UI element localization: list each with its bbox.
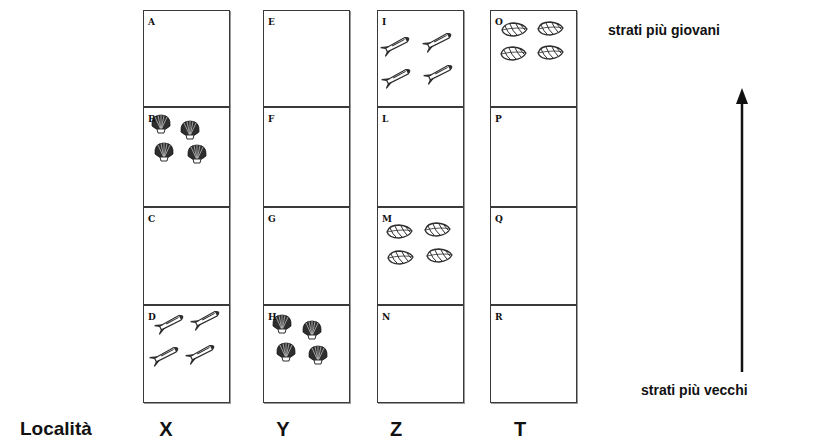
stratum-letter: C [144,211,155,224]
belemnite-fossils [150,30,454,366]
stratum-letter: N [378,309,390,322]
stratum-box: H [263,305,350,403]
stratum-letter: P [491,111,502,124]
stratum-letter: M [378,211,392,224]
stratum-letter: H [264,309,277,322]
stratum-box: P [490,107,577,207]
stratum-box: O [490,10,577,107]
axis-label: strati più giovani [608,22,720,38]
stratum-letter: Q [491,211,503,224]
stratum-box: M [377,207,464,305]
stratum-box: C [143,207,230,305]
stratum-box: B [143,107,230,207]
stratum-box: D [143,305,230,403]
stratum-box: F [263,107,350,207]
stratum-box: L [377,107,464,207]
stratum-letter: O [491,14,503,27]
stratum-letter: E [264,14,275,27]
stratum-letter: R [491,309,502,322]
stratum-box: E [263,10,350,107]
locality-name: Y [276,418,289,441]
scallop-fossils [152,115,327,364]
stratum-box: Q [490,207,577,305]
stratum-letter: F [264,111,274,124]
stratum-letter: I [378,14,386,27]
stratum-letter: B [144,111,156,124]
stratum-box: R [490,305,577,403]
stratum-box: A [143,10,230,107]
stratum-letter: D [144,309,156,322]
stratum-box: N [377,305,464,403]
stratum-box: G [263,207,350,305]
locality-name: Z [390,418,402,441]
stratum-letter: G [264,211,276,224]
stratum-letter: A [144,14,155,27]
stratum-box: I [377,10,464,107]
stratum-letter: L [378,111,388,124]
locality-name: T [514,418,526,441]
gastropod-fossils [387,22,563,264]
locality-name: X [159,418,172,441]
locality-heading: Località [20,418,92,440]
axis-label: strati più vecchi [641,382,748,398]
time-arrow [736,88,748,372]
